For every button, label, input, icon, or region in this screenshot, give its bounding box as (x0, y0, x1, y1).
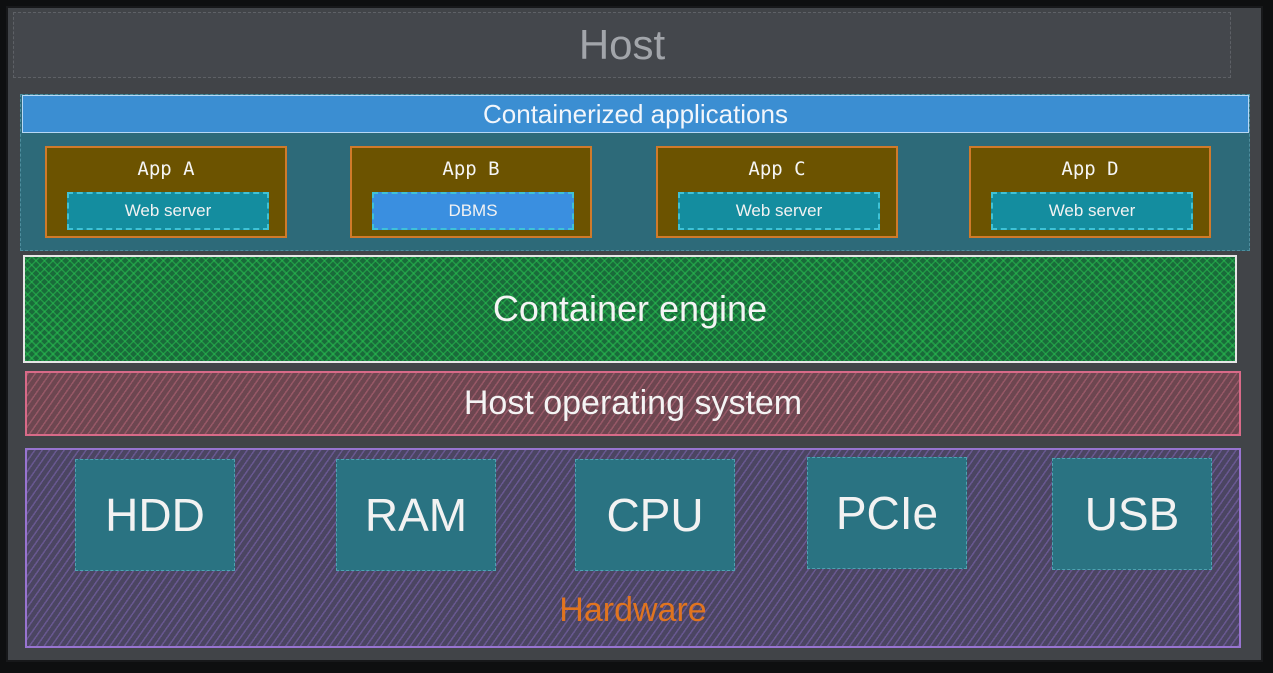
container-engine-layer: Container engine (23, 255, 1237, 363)
app-c-service: Web server (678, 192, 880, 230)
app-b-box: App B DBMS (350, 146, 592, 238)
app-a-title: App A (137, 158, 195, 180)
app-d-title: App D (1061, 158, 1119, 180)
hardware-pcie: PCIe (807, 457, 967, 569)
app-d-service: Web server (991, 192, 1193, 230)
app-b-title: App B (442, 158, 500, 180)
hardware-hdd: HDD (75, 459, 235, 571)
hardware-usb: USB (1052, 458, 1212, 570)
hardware-cpu: CPU (575, 459, 735, 571)
host-os-layer: Host operating system (25, 371, 1241, 436)
hardware-ram: RAM (336, 459, 496, 571)
containerized-apps-header: Containerized applications (22, 95, 1249, 133)
app-d-box: App D Web server (969, 146, 1211, 238)
app-a-service: Web server (67, 192, 269, 230)
app-c-box: App C Web server (656, 146, 898, 238)
host-title: Host (13, 12, 1231, 78)
app-c-title: App C (748, 158, 806, 180)
hardware-label: Hardware (559, 591, 707, 629)
app-a-box: App A Web server (45, 146, 287, 238)
app-b-service: DBMS (372, 192, 574, 230)
